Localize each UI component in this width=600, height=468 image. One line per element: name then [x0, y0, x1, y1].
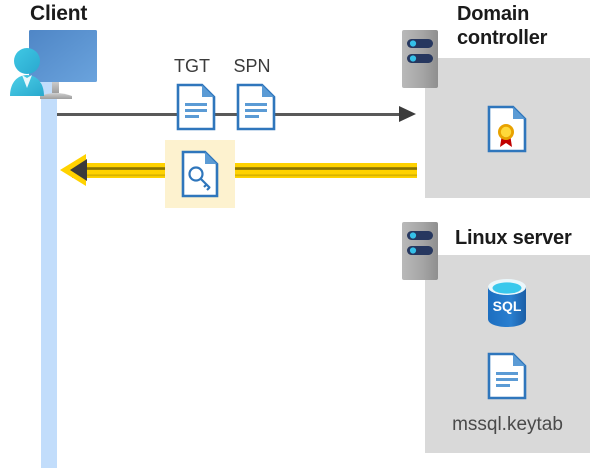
key-document-icon — [181, 150, 219, 198]
domain-controller-server-icon — [402, 30, 438, 88]
sql-database-icon: SQL — [483, 277, 531, 329]
certificate-document-icon — [487, 105, 527, 153]
keytab-document-icon — [487, 352, 527, 400]
response-arrow-head-inner — [70, 159, 87, 181]
spn-label: SPN — [233, 56, 271, 76]
domain-controller-title: Domain controller — [457, 3, 548, 49]
response-arrow-line — [72, 163, 417, 178]
linux-server-icon — [402, 222, 438, 280]
linux-server-title: Linux server — [455, 227, 572, 249]
svg-text:SQL: SQL — [493, 298, 522, 314]
client-lifeline — [41, 68, 57, 468]
client-user-monitor-icon — [8, 26, 104, 106]
spn-document-icon — [236, 83, 276, 131]
request-arrow-head — [399, 106, 416, 122]
client-title: Client — [30, 2, 88, 25]
request-arrow-line — [57, 113, 405, 116]
tgt-label: TGT — [174, 56, 210, 76]
tgt-document-icon — [176, 83, 216, 131]
keytab-file-label: mssql.keytab — [452, 414, 563, 435]
